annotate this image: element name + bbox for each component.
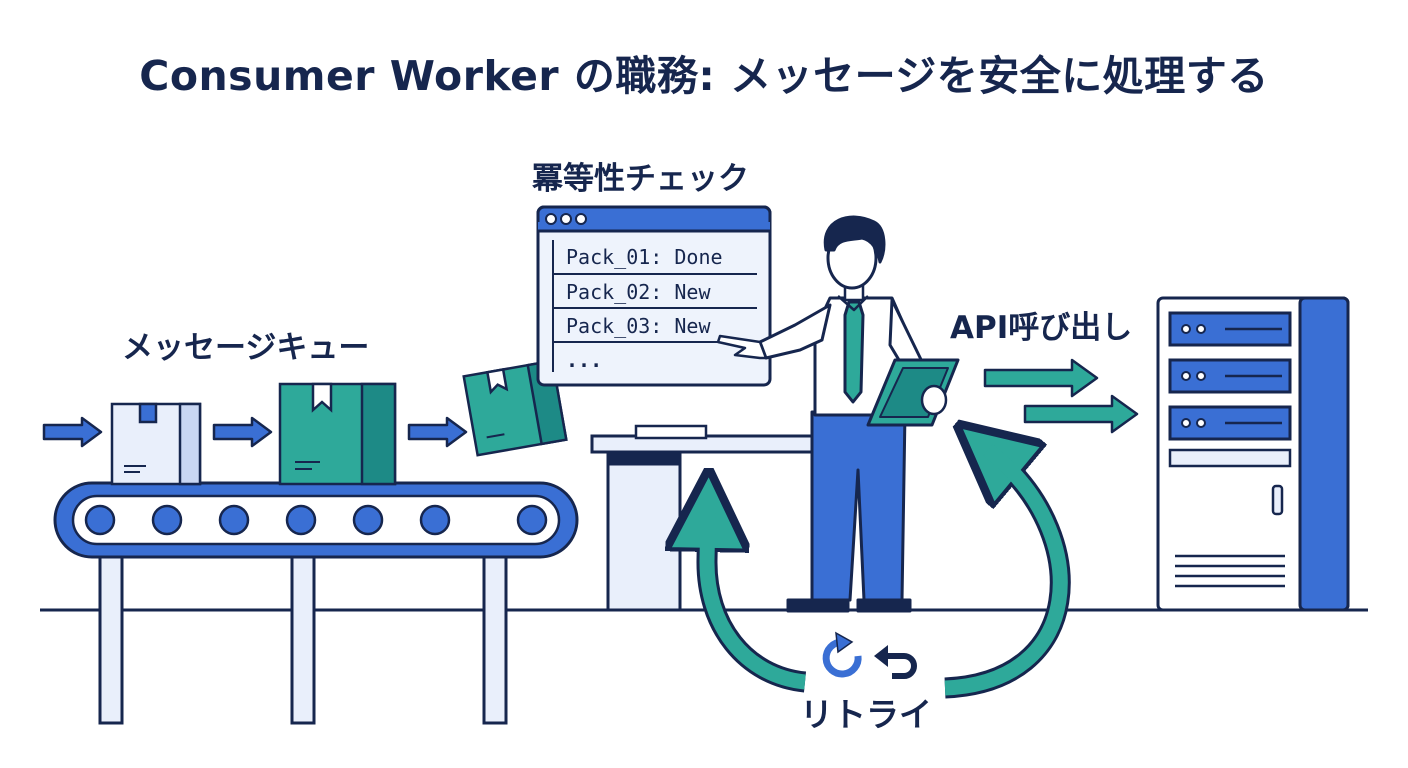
window-row-3: Pack_03: New xyxy=(566,314,711,338)
undo-icon xyxy=(874,645,917,679)
queue-label: メッセージキュー xyxy=(122,330,370,366)
conveyor-legs xyxy=(98,553,508,725)
window-row-1: Pack_01: Done xyxy=(566,245,723,269)
arrow-right-icon xyxy=(42,416,103,448)
worker-person-icon xyxy=(716,215,960,613)
arrow-right-icon xyxy=(407,416,468,448)
server-rack-icon xyxy=(1156,296,1350,612)
check-station xyxy=(590,424,824,612)
retry-arrow-icon xyxy=(944,450,1071,699)
browser-window-icon xyxy=(536,205,772,387)
arrow-right-icon xyxy=(983,358,1099,398)
page-title: Consumer Worker の職務: メッセージを安全に処理する xyxy=(139,52,1269,100)
api-call-label: API呼び出し xyxy=(950,310,1133,346)
box-icon xyxy=(110,402,202,486)
arrow-right-icon xyxy=(212,416,273,448)
refresh-icon xyxy=(822,631,862,678)
conveyor-belt-icon xyxy=(53,481,579,559)
retry-arrow-icon xyxy=(707,510,807,693)
retry-label: リトライ xyxy=(800,695,932,734)
window-row-more: ... xyxy=(566,348,603,372)
window-row-2: Pack_02: New xyxy=(566,280,711,304)
arrow-right-icon xyxy=(1023,394,1139,434)
box-icon xyxy=(278,382,397,486)
idempotency-label: 冪等性チェック xyxy=(532,161,749,197)
